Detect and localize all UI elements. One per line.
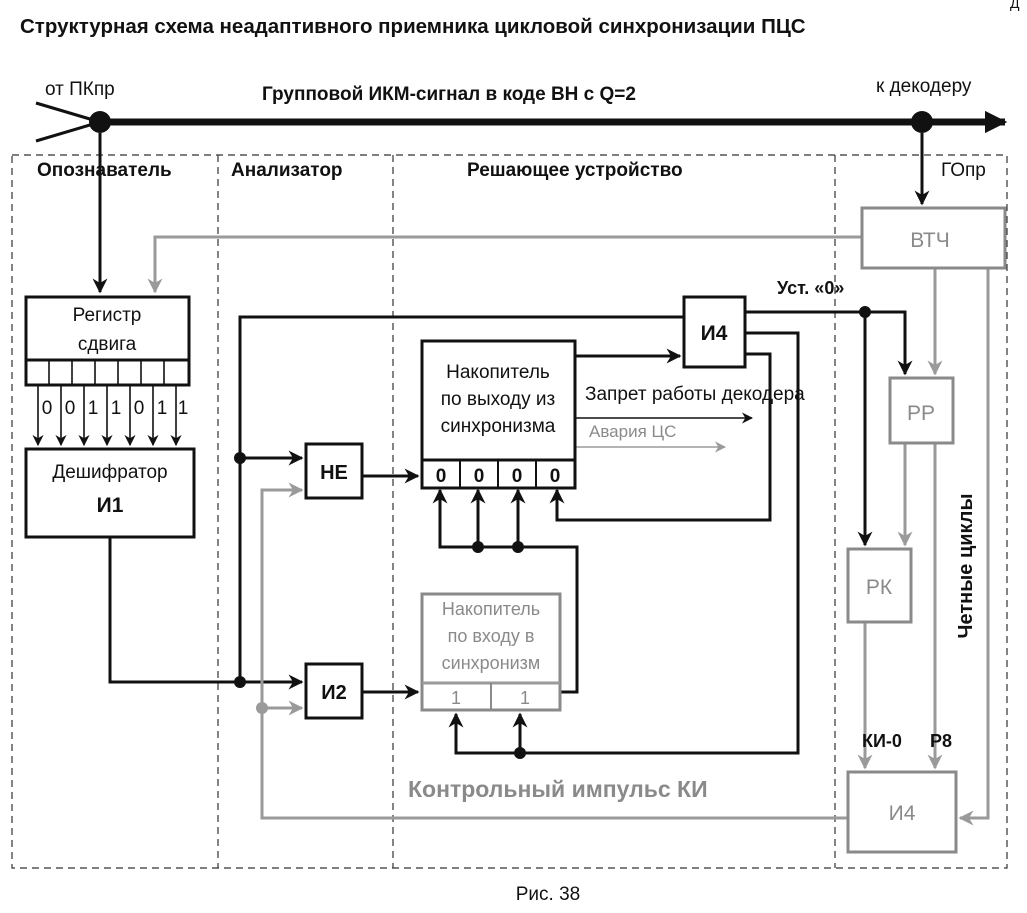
and2-gate-label: И2 (321, 682, 347, 704)
acc-out-cell: 0 (550, 466, 561, 487)
register-label-line2: сдвига (78, 334, 137, 355)
diagram-title: Структурная схема неадаптивного приемник… (20, 15, 806, 38)
register-bit: 1 (111, 398, 122, 419)
register-bit: 1 (178, 398, 189, 419)
decoder-block-label: Запрет работы декодера (585, 384, 805, 405)
register-bit: 1 (157, 398, 168, 419)
not-gate-label: НЕ (320, 462, 348, 484)
pk-block: РК (846, 547, 913, 624)
accumulator-into-sync: Накопитель по входу в синхронизм 1 1 (420, 592, 562, 712)
pp-block: РР (888, 376, 955, 445)
input-label: от ПКпр (45, 79, 115, 100)
decoder-label-line2: И1 (97, 494, 124, 517)
register-bits: 0 0 1 1 0 1 1 (42, 398, 189, 419)
vtch-block: ВТЧ (860, 206, 1007, 270)
not-gate: НЕ (304, 442, 364, 500)
bus-label: Групповой ИКМ-сигнал в коде ВН с Q=2 (262, 84, 636, 105)
acc-out-cell: 0 (512, 466, 523, 487)
ki0-label: КИ-0 (862, 731, 902, 751)
section-recognizer-label: Опознаватель (37, 160, 172, 181)
pp-label: РР (907, 402, 935, 425)
main-bus (35, 101, 1008, 143)
control-pulse-label: Контрольный импульс КИ (408, 776, 708, 802)
register-cells (48, 360, 165, 385)
acc-in-label-line2: по входу в (448, 626, 535, 646)
acc-in-cell: 1 (520, 688, 530, 708)
even-cycles-label: Четные циклы (955, 493, 977, 638)
section-analyzer-label: Анализатор (231, 160, 343, 181)
section-frames (11, 154, 1008, 869)
acc-in-label-line3: синхронизм (442, 653, 541, 673)
shift-register: Регистр сдвига (24, 295, 191, 387)
acc-out-cell: 0 (474, 466, 485, 487)
section-decider-label: Решающее устройство (467, 160, 683, 181)
acc-out-label-line1: Накопитель (446, 362, 550, 383)
register-bit: 0 (65, 398, 76, 419)
reset-label: Уст. «0» (777, 278, 844, 298)
register-label-line1: Регистр (73, 305, 142, 326)
vtch-label: ВТЧ (910, 229, 949, 252)
acc-out-label-line3: синхронизма (441, 416, 556, 437)
acc-in-label-line1: Накопитель (442, 599, 540, 619)
register-bit: 0 (134, 398, 145, 419)
decoder-block: Дешифратор И1 (24, 447, 196, 539)
junction-dots (234, 306, 871, 759)
section-generator-label: ГОпр (941, 160, 986, 181)
alarm-label: Авария ЦС (589, 422, 676, 441)
decoder-label-line1: Дешифратор (52, 462, 167, 483)
output-label: к декодеру (876, 76, 972, 97)
and4-bottom-gate: И4 (846, 770, 958, 854)
corner-mark: Д (1010, 0, 1020, 11)
wires-grey (147, 235, 990, 826)
p8-label: Р8 (930, 731, 952, 751)
acc-in-cell: 1 (451, 688, 461, 708)
figure-caption: Рис. 38 (516, 884, 580, 905)
and4-top-label: И4 (701, 322, 728, 345)
pk-label: РК (866, 576, 893, 599)
accumulator-out-of-sync: Накопитель по выходу из синхронизма 0 0 … (420, 339, 577, 490)
acc-out-label-line2: по выходу из (441, 389, 556, 410)
and4-bottom-label: И4 (889, 802, 916, 825)
register-bit: 0 (42, 398, 53, 419)
and4-top-gate: И4 (682, 295, 747, 369)
acc-out-cell: 0 (436, 466, 447, 487)
and2-gate: И2 (304, 662, 364, 720)
register-bit: 1 (88, 398, 99, 419)
